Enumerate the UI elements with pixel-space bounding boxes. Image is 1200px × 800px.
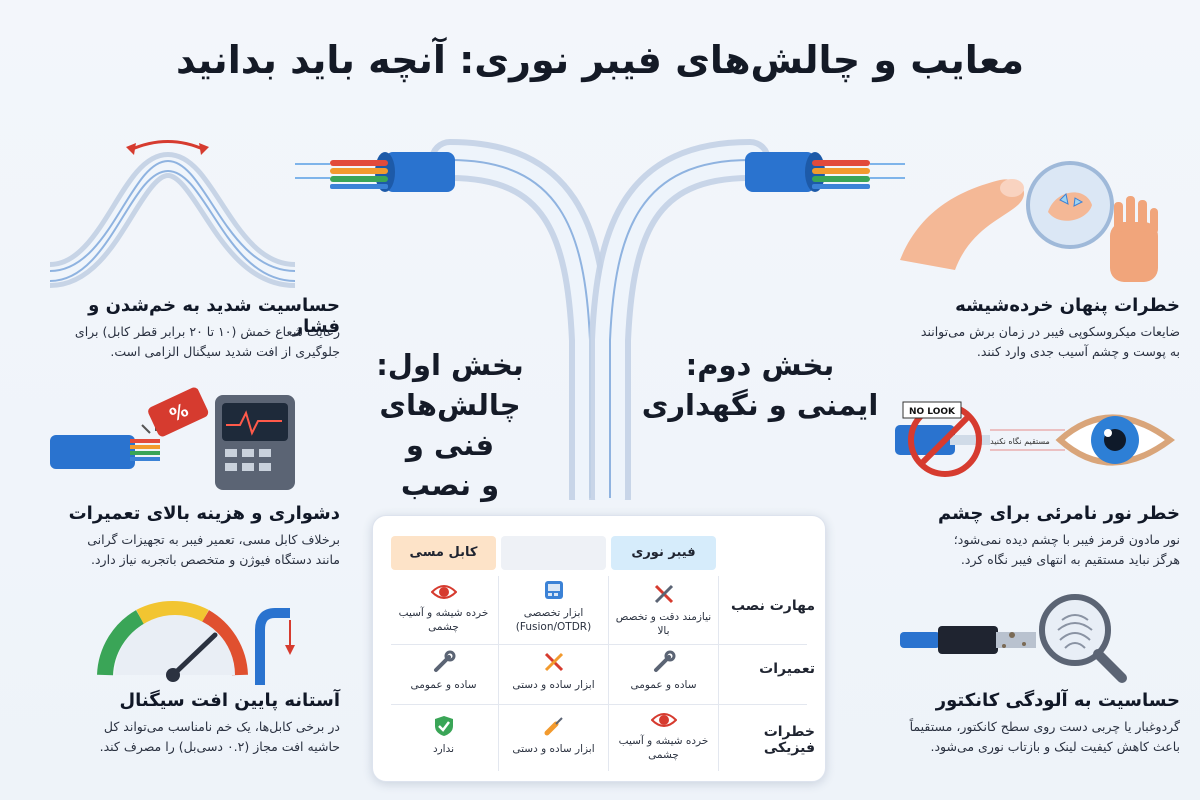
shield-check-icon [434, 716, 453, 736]
fusion-device-icon [544, 581, 563, 599]
right-item-1-heading: خطرات پنهان خرده‌شیشه [955, 295, 1180, 316]
section-one-label: بخش اول: چالش‌های فنی و و نصب [376, 348, 524, 502]
dont-look-label: مستقیم نگاه نکنید [990, 436, 1050, 446]
comparison-table: کابل مسی فیبر نوری مهارت نصب نیازمند دقت… [372, 515, 826, 782]
right-item-3-heading: حساسیت به آلودگی کانکتور [935, 690, 1180, 711]
wrench-icon [653, 650, 675, 672]
table-cell: ابزار تخصصی (Fusion/OTDR) [501, 578, 606, 634]
table-cell: ساده و عمومی [611, 650, 716, 692]
col-header-blank [501, 536, 606, 570]
no-look-sign-label: NO LOOK [909, 407, 956, 417]
table-cell: ندارد [391, 714, 496, 756]
left-item-2-body: برخلاف کابل مسی، تعمیر فیبر به تجهیزات گ… [87, 532, 340, 567]
right-cable-end [745, 152, 905, 192]
stop-hand-icon [1110, 196, 1158, 282]
page-title: معایب و چالش‌های فیبر نوری: آنچه باید بد… [175, 38, 1025, 82]
eye-icon [430, 585, 457, 599]
gauge-icon [97, 601, 295, 685]
wrench-icon [433, 650, 455, 672]
left-item-3-heading: آستانه پایین افت سیگنال [119, 690, 340, 711]
tools-icon [544, 652, 563, 672]
connector-icon [900, 594, 1127, 683]
row-label-repair: تعمیرات [759, 661, 815, 677]
eye-icon: NO LOOK مستقیم نگاه نکنید [895, 401, 1175, 477]
left-item-3-body: در برخی کابل‌ها، یک خم نامناسب می‌تواند … [99, 719, 340, 754]
screwdriver-icon [544, 717, 563, 736]
left-item-2-heading: دشواری و هزینه بالای تعمیرات [68, 503, 340, 524]
row-label-install: مهارت نصب [730, 598, 815, 614]
row-label-physical: خطرات فیزیکی [763, 724, 815, 756]
right-item-2-body: نور مادون قرمز فیبر با چشم دیده نمی‌شود؛… [953, 532, 1180, 567]
table-cell: خرده شیشه و آسیب چشمی [391, 582, 496, 634]
left-item-1-body: رعایت شعاع خمش (۱۰ تا ۲۰ برابر قطر کابل)… [74, 324, 340, 359]
col-header-fiber: فیبر نوری [611, 536, 716, 570]
table-cell: ساده و عمومی [391, 650, 496, 692]
right-item-1-body: ضایعات میکروسکوپی فیبر در زمان برش می‌تو… [920, 324, 1180, 359]
left-item-1-heading: حساسیت شدید به خم‌شدن و فشار [88, 295, 340, 337]
magnifier-icon [1039, 594, 1127, 683]
bend-arc-icon [50, 140, 297, 288]
left-cable-end [295, 152, 455, 192]
table-cell: ابزار ساده و دستی [501, 714, 606, 756]
eye-icon [650, 713, 677, 727]
table-cell: خرده شیشه و آسیب چشمی [611, 710, 716, 762]
tools-icon [654, 584, 673, 604]
table-cell: ابزار ساده و دستی [501, 650, 606, 692]
col-header-copper: کابل مسی [391, 536, 496, 570]
fiber-cable-illustration [295, 139, 905, 500]
no-look-icon: NO LOOK [895, 401, 990, 477]
table-cell: نیازمند دقت و تخصص بالا [611, 582, 716, 638]
section-two-label: بخش دوم: ایمنی و نگهداری [641, 348, 879, 422]
right-item-2-heading: خطر نور نامرئی برای چشم [937, 503, 1180, 524]
right-item-3-body: گردوغبار یا چربی دست روی سطح کانکتور، مس… [909, 719, 1180, 754]
finger-shard-icon [900, 161, 1158, 282]
repair-machine-icon: % [50, 387, 295, 490]
